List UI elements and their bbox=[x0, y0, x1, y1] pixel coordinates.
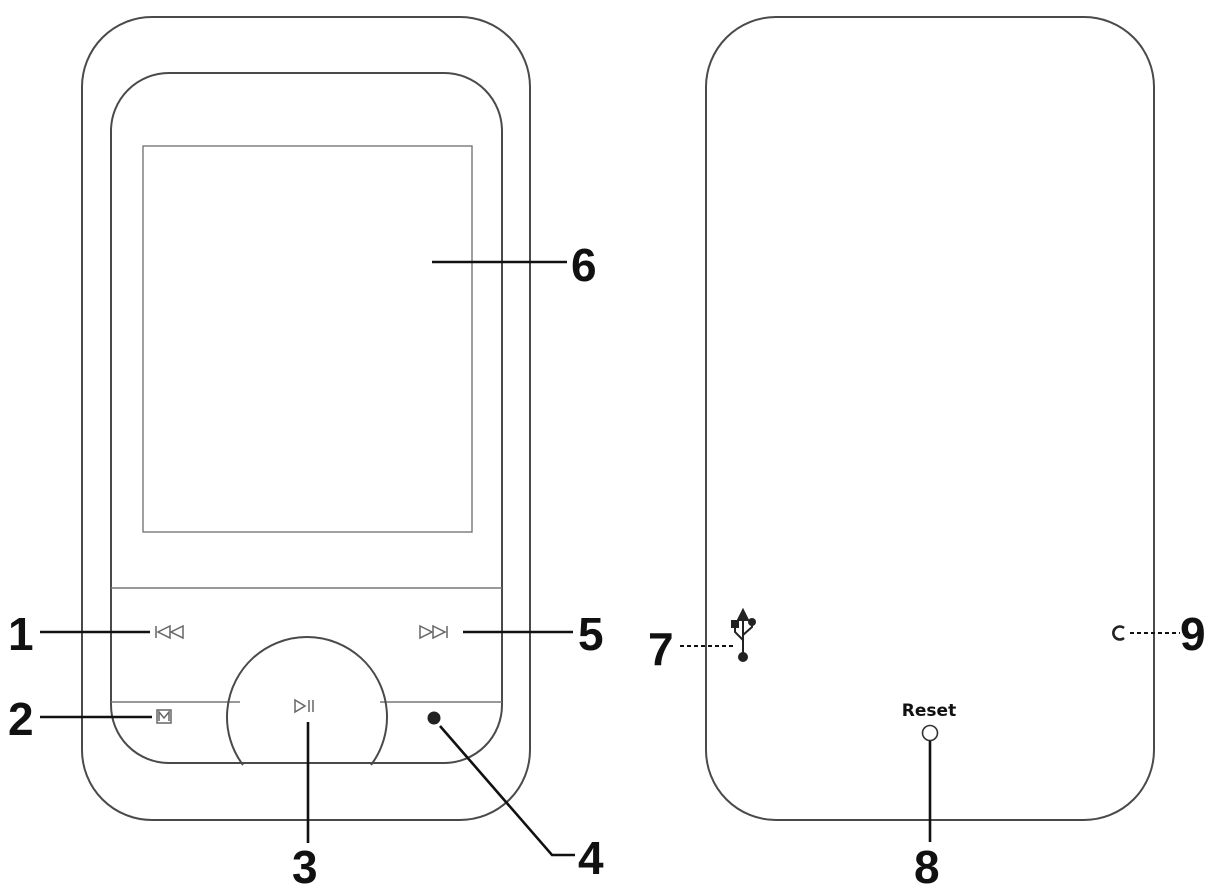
front-panel-outline bbox=[110, 72, 503, 764]
previous-track-icon[interactable] bbox=[155, 624, 184, 640]
front-housing-outline bbox=[81, 16, 531, 821]
callout-6: 6 bbox=[571, 239, 597, 291]
reset-label: Reset bbox=[902, 701, 956, 721]
callout-9: 9 bbox=[1180, 608, 1206, 660]
record-dot-icon[interactable] bbox=[427, 711, 441, 725]
callout-1: 1 bbox=[8, 608, 34, 660]
headphone-jack-icon bbox=[1112, 625, 1125, 641]
screen bbox=[142, 145, 473, 533]
callout-2: 2 bbox=[8, 693, 34, 745]
play-pause-button[interactable] bbox=[226, 636, 388, 766]
front-view bbox=[81, 16, 531, 821]
callout-5: 5 bbox=[578, 608, 604, 660]
callout-3: 3 bbox=[292, 841, 318, 890]
reset-pinhole[interactable] bbox=[921, 724, 939, 742]
menu-m-icon[interactable] bbox=[156, 709, 172, 724]
callout-7: 7 bbox=[648, 623, 674, 675]
callout-4: 4 bbox=[578, 832, 604, 884]
usb-icon bbox=[731, 607, 756, 662]
play-pause-icon bbox=[294, 698, 314, 714]
next-track-icon[interactable] bbox=[419, 624, 448, 640]
leader-line-4 bbox=[439, 725, 575, 857]
back-housing-outline bbox=[705, 16, 1155, 821]
callout-8: 8 bbox=[914, 841, 940, 890]
back-view: Reset bbox=[705, 16, 1155, 821]
